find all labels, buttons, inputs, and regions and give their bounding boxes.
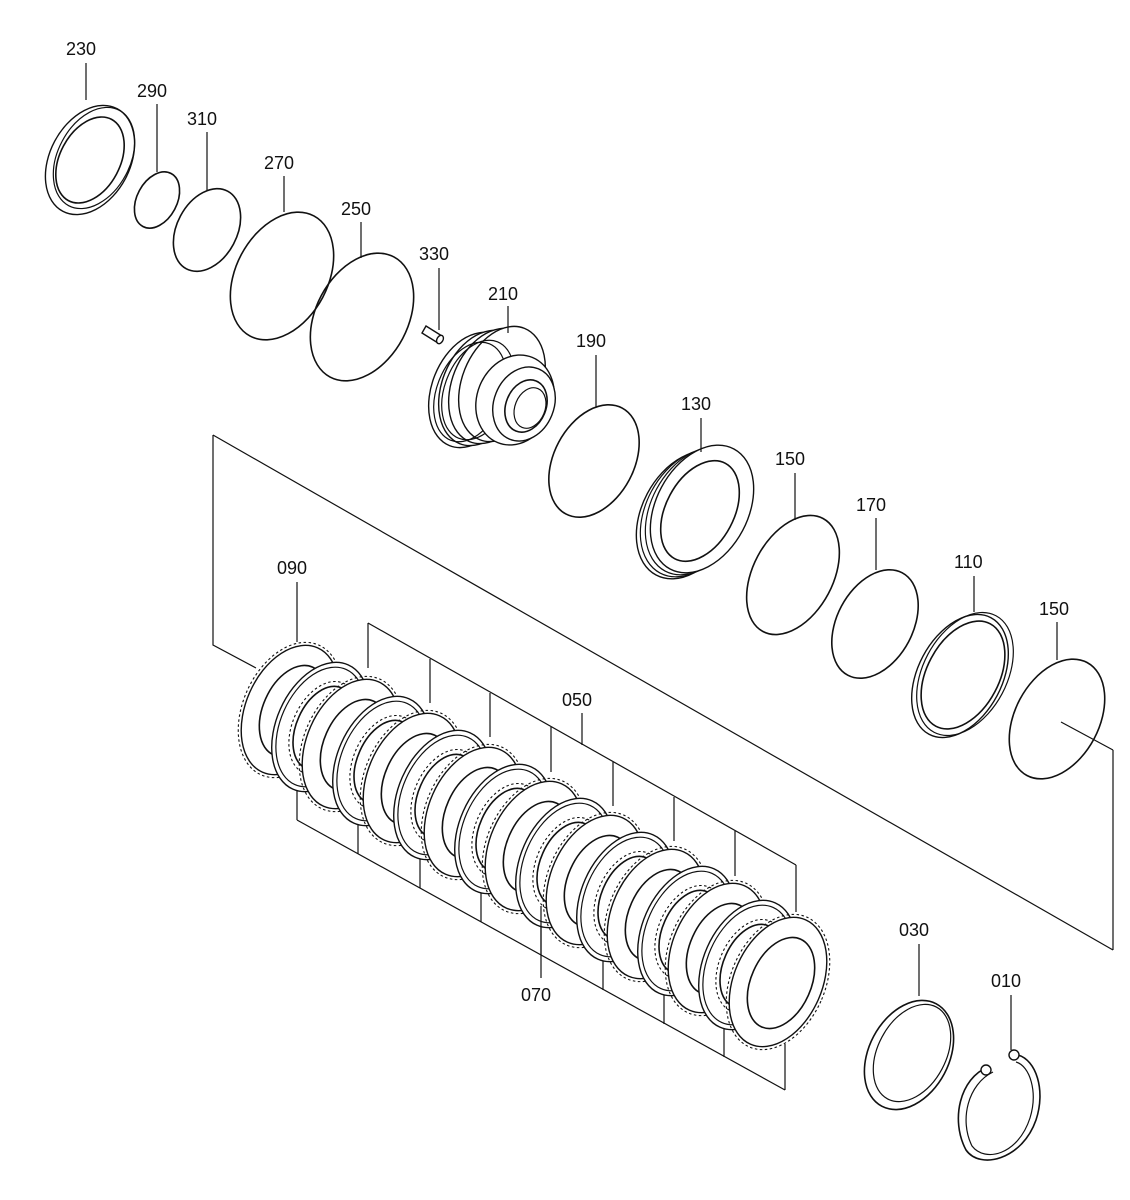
part-150b-o-ring [1008,658,1106,780]
label-270: 270 [264,153,294,173]
disc-bore [746,936,816,1030]
label-150b: 150 [1039,599,1069,619]
part-170-o-ring [830,568,920,680]
label-170: 170 [856,495,886,515]
part-150a-o-ring [745,514,841,636]
disc-outer-teeth [725,913,831,1051]
part-130-piston-ring [635,444,755,580]
label-230: 230 [66,39,96,59]
assembly-outline [212,434,1114,951]
label-250: 250 [341,199,371,219]
label-010: 010 [991,971,1021,991]
label-330: 330 [419,244,449,264]
label-110: 110 [954,552,983,572]
label-070: 070 [521,985,551,1005]
label-050: 050 [562,690,592,710]
part-030-backing-ring [863,999,955,1111]
part-230-thrust-washer [44,104,136,216]
part-210-piston [427,325,556,449]
label-090: 090 [277,558,307,578]
label-210: 210 [488,284,518,304]
part-190-o-ring [548,403,640,519]
part-330-pin [421,325,445,345]
clutch-steel-disc [725,913,831,1051]
label-150a: 150 [775,449,805,469]
part-270-o-ring [229,211,335,341]
clutch-disc-pack [237,641,831,1051]
part-110-seal-ring [910,611,1014,739]
part-290-o-ring [133,171,181,229]
label-310: 310 [187,109,217,129]
label-030: 030 [899,920,929,940]
label-130: 130 [681,394,711,414]
part-010-snap-ring [957,1049,1041,1161]
label-290: 290 [137,81,167,101]
label-190: 190 [576,331,606,351]
disc-body [728,916,828,1048]
part-310-o-ring [172,187,242,273]
part-250-o-ring [309,252,415,382]
